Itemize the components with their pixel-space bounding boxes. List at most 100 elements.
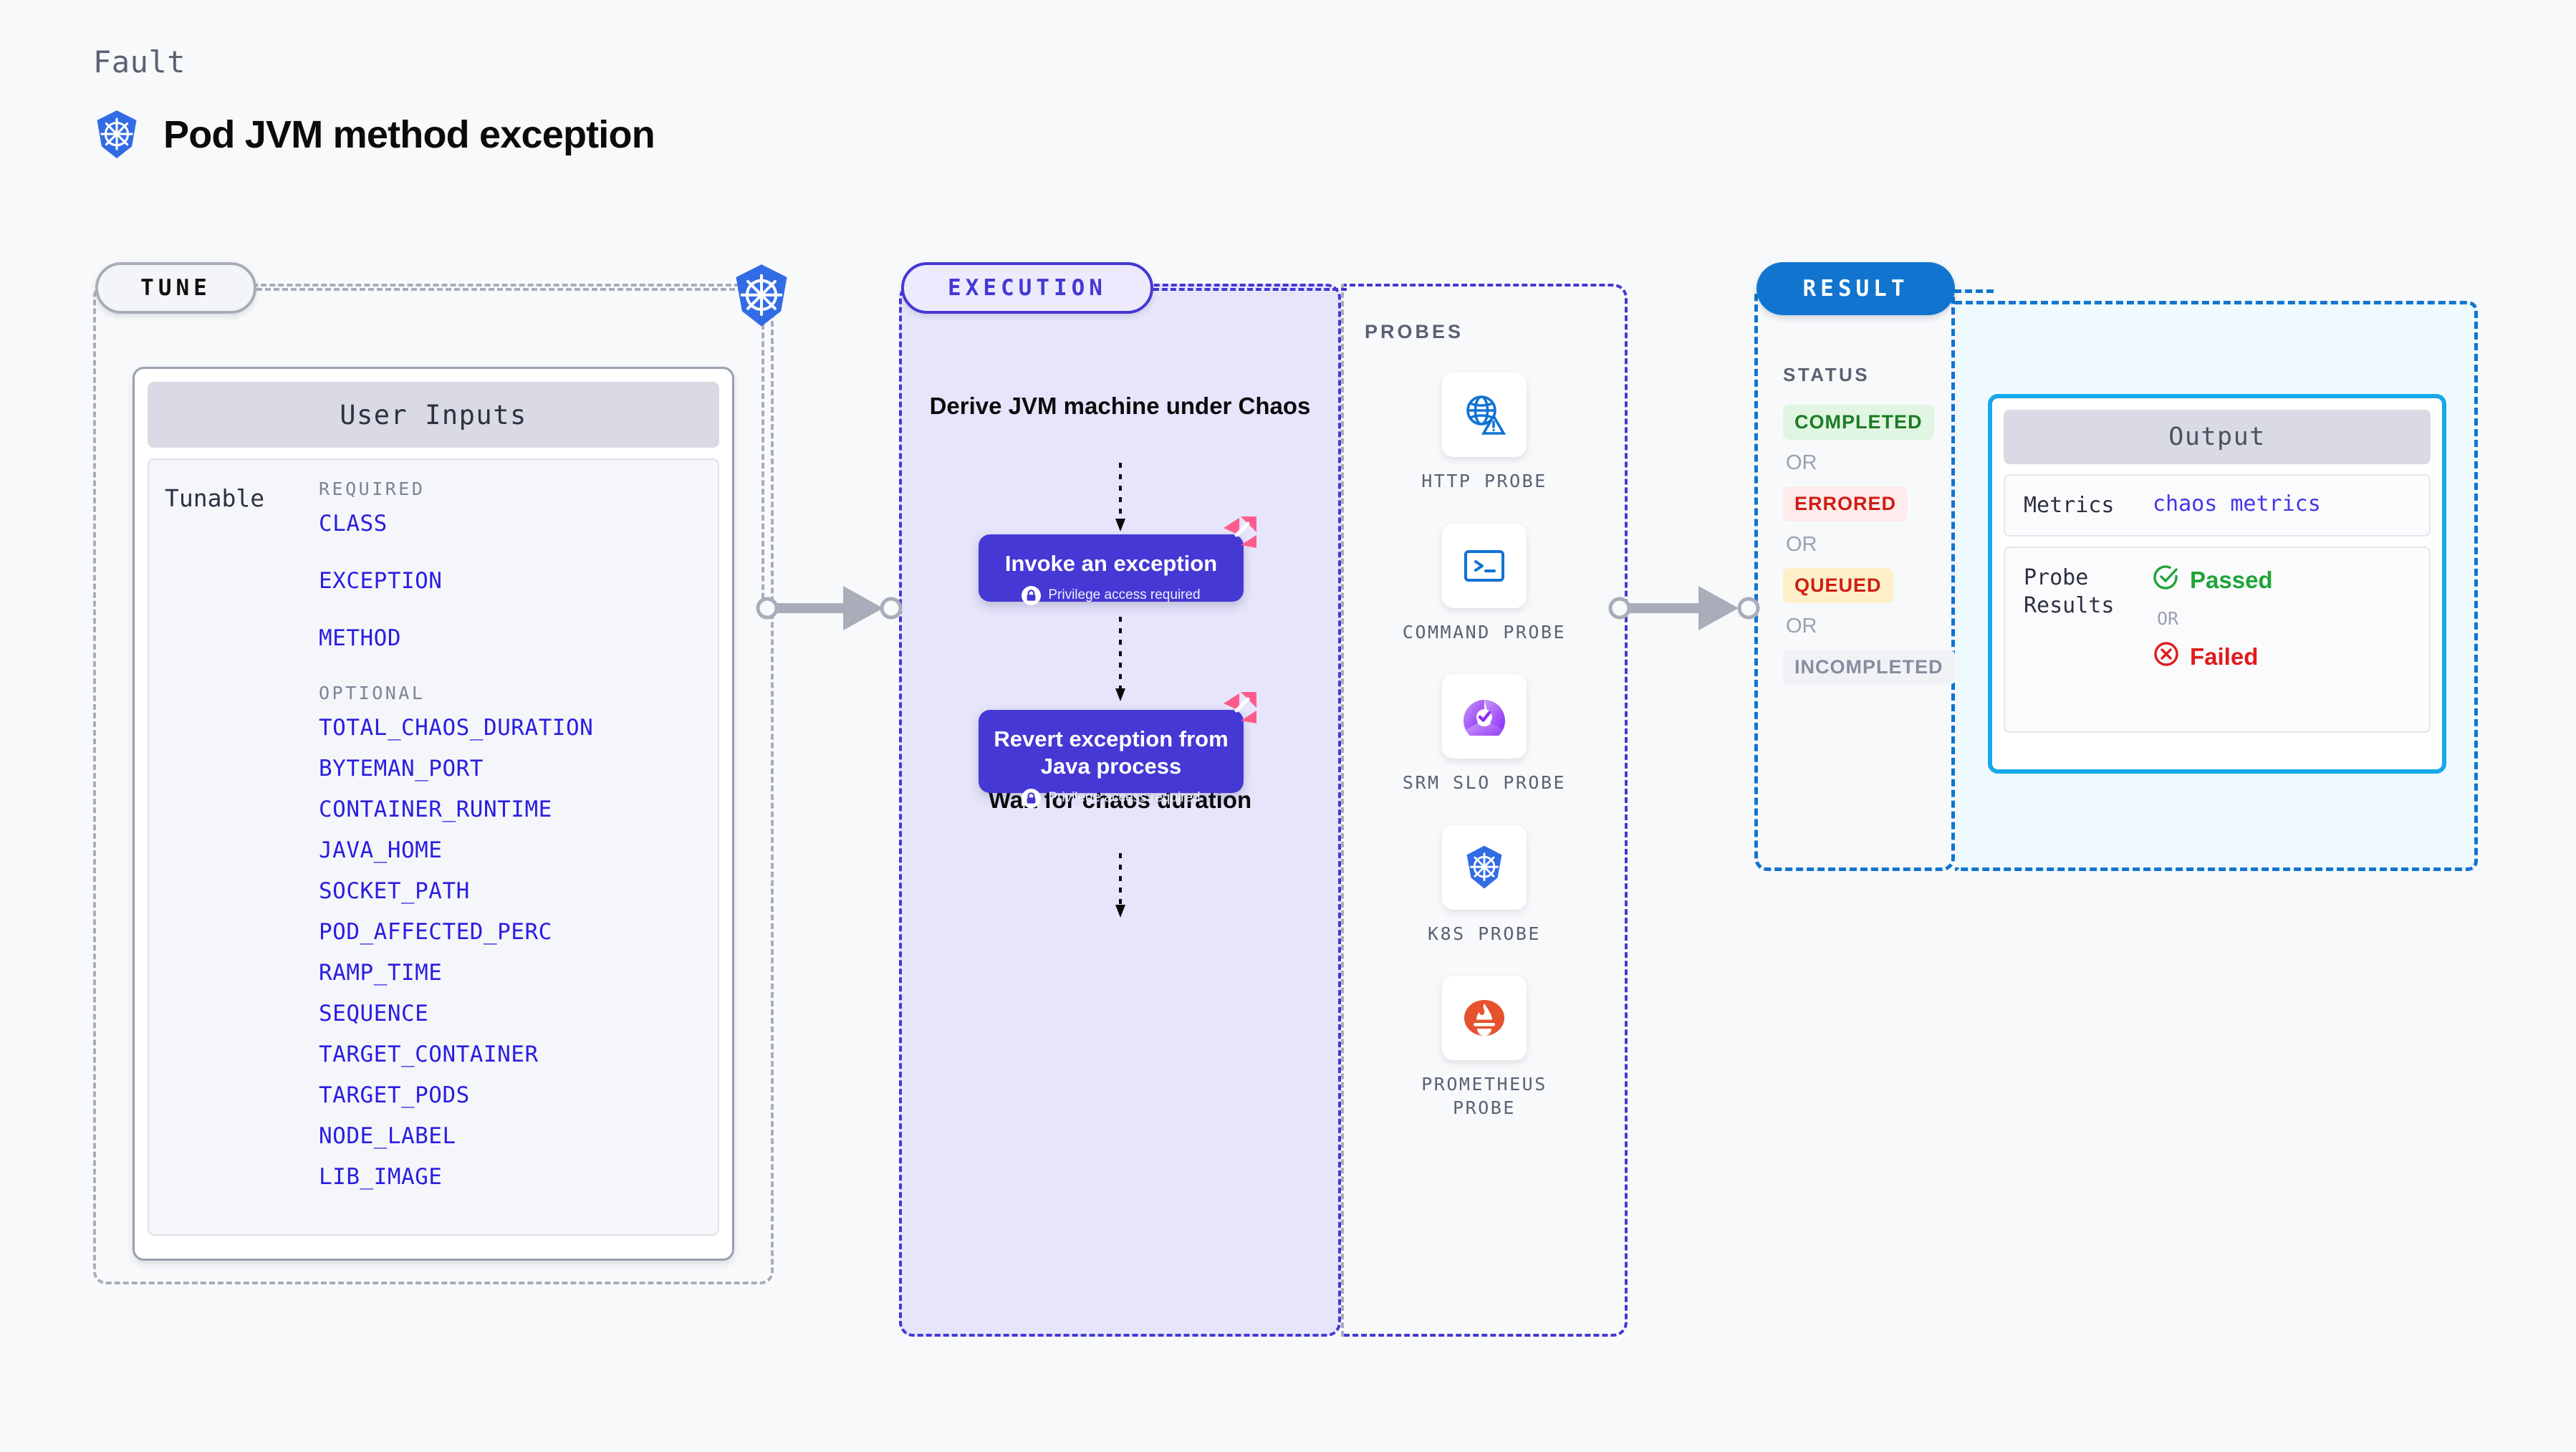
tunable-label: Tunable [165, 484, 265, 512]
lock-icon [1022, 585, 1042, 605]
probe-results-row: Probe Results Passed OR [2004, 547, 2431, 733]
execution-badge-label: EXECUTION [948, 275, 1107, 301]
status-badge: COMPLETED [1783, 405, 1934, 440]
optional-parameter[interactable]: TARGET_PODS [319, 1082, 470, 1108]
required-group-label: REQUIRED [319, 479, 426, 499]
probe-item[interactable]: COMMAND PROBE [1391, 523, 1577, 645]
probe-item[interactable]: HTTP PROBE [1391, 372, 1577, 494]
required-parameter[interactable]: METHOD [319, 625, 401, 651]
revert-card-title: Revert exception from Java process [994, 726, 1229, 779]
probes-list: HTTP PROBE COMMAND PROBE SRM SLO PROBE [1341, 372, 1628, 1120]
probes-title: PROBES [1365, 321, 1464, 342]
parameter-column: REQUIRED CLASS EXCEPTION METHOD OPTIONAL T… [319, 479, 702, 1234]
status-badge: INCOMPLETED [1783, 650, 1955, 685]
tune-stage-panel [93, 284, 774, 1284]
optional-parameter[interactable]: SOCKET_PATH [319, 878, 470, 904]
revert-exception-card[interactable]: Revert exception from Java process Privi… [979, 692, 1256, 808]
status-list: COMPLETED OR ERRORED OR QUEUED OR INCOMPLETED [1783, 405, 1955, 685]
x-circle-icon [2153, 640, 2180, 673]
tune-stage-badge[interactable]: TUNE [95, 262, 256, 314]
probes-stage-panel [1341, 284, 1628, 1337]
probe-item[interactable]: PROMETHEUS PROBE [1391, 976, 1577, 1120]
harness-logo-icon [1221, 514, 1259, 553]
status-title: STATUS [1783, 364, 1870, 385]
execution-stage-panel [899, 284, 1341, 1337]
probe-item[interactable]: SRM SLO PROBE [1391, 674, 1577, 795]
title-row: Pod JVM method exception [93, 110, 655, 160]
result-stage-badge[interactable]: RESULT [1756, 262, 1955, 315]
optional-parameter-list: TOTAL_CHAOS_DURATION BYTEMAN_PORT CONTAINE… [319, 715, 702, 1190]
optional-parameter[interactable]: RAMP_TIME [319, 960, 443, 986]
optional-parameter[interactable]: NODE_LABEL [319, 1123, 456, 1149]
status-or-label: OR [1786, 533, 1817, 556]
status-badge: QUEUED [1783, 568, 1893, 603]
check-circle-icon [2153, 564, 2180, 597]
output-title: Output [2004, 410, 2431, 464]
stage-arrow-execution-to-result [1608, 580, 1762, 640]
probe-item[interactable]: K8S PROBE [1391, 824, 1577, 946]
probe-label: HTTP PROBE [1421, 471, 1547, 491]
tunable-section: Tunable REQUIRED CLASS EXCEPTION METHOD OP… [148, 458, 719, 1236]
probe-label: PROMETHEUS PROBE [1421, 1074, 1547, 1118]
status-badge: ERRORED [1783, 486, 1908, 521]
flow-arrow-3 [1115, 853, 1125, 918]
invoke-card-title: Invoke an exception [1004, 551, 1218, 576]
kubernetes-marker-dropline [761, 315, 764, 616]
kubernetes-icon [1442, 824, 1527, 910]
status-or-label: OR [1786, 615, 1817, 638]
status-or-label: OR [1786, 451, 1817, 474]
probe-label: SRM SLO PROBE [1402, 772, 1567, 793]
passed-label: Passed [2190, 567, 2273, 593]
optional-parameter[interactable]: LIB_IMAGE [319, 1164, 443, 1190]
optional-parameter[interactable]: CONTAINER_RUNTIME [319, 797, 552, 822]
failed-label: Failed [2190, 643, 2259, 670]
invoke-privilege-text: Privilege access required [1048, 587, 1201, 603]
kubernetes-platform-marker [731, 264, 792, 332]
output-card: Output Metrics chaos metrics Probe Resul… [1988, 394, 2446, 774]
probe-label: COMMAND PROBE [1402, 621, 1567, 643]
execution-stage-badge[interactable]: EXECUTION [901, 262, 1153, 314]
optional-group-label: OPTIONAL [319, 683, 426, 703]
verdict-or-label: OR [2157, 608, 2179, 629]
page-header: Fault Pod JVM method exception [93, 44, 655, 160]
derive-step-label: Derive JVM machine under Chaos [929, 393, 1311, 419]
optional-parameter[interactable]: JAVA_HOME [319, 837, 443, 863]
tune-badge-label: TUNE [140, 275, 211, 301]
optional-parameter[interactable]: TARGET_CONTAINER [319, 1042, 539, 1067]
required-parameter-list: CLASS EXCEPTION METHOD [319, 511, 702, 651]
flow-arrow-1 [1115, 463, 1125, 532]
metrics-row: Metrics chaos metrics [2004, 474, 2431, 537]
fault-kicker: Fault [93, 44, 186, 80]
required-parameter[interactable]: EXCEPTION [319, 568, 443, 594]
terminal-icon [1442, 523, 1527, 608]
result-badge-connector [1954, 289, 1994, 293]
metrics-value[interactable]: chaos metrics [2153, 491, 2321, 516]
revert-privilege-text: Privilege access required [1048, 790, 1201, 806]
probe-label: K8S PROBE [1428, 923, 1541, 944]
tune-badge-connector [256, 288, 744, 291]
passed-verdict: Passed [2153, 564, 2273, 597]
lock-icon [1022, 788, 1042, 808]
revert-card-privilege-note: Privilege access required [987, 788, 1235, 808]
optional-parameter[interactable]: POD_AFFECTED_PERC [319, 919, 552, 945]
stage-arrow-tune-to-execution [756, 580, 903, 640]
globe-warning-icon [1442, 372, 1527, 457]
invoke-card-privilege-note: Privilege access required [987, 585, 1235, 605]
optional-parameter[interactable]: BYTEMAN_PORT [319, 756, 484, 782]
result-badge-label: RESULT [1802, 276, 1909, 302]
execution-badge-connector [1153, 288, 1347, 291]
kubernetes-icon [93, 110, 140, 160]
user-inputs-title: User Inputs [148, 382, 719, 448]
page-title: Pod JVM method exception [163, 113, 655, 156]
probe-results-label: Probe Results [2024, 565, 2115, 618]
optional-parameter[interactable]: TOTAL_CHAOS_DURATION [319, 715, 594, 741]
flow-arrow-2 [1115, 617, 1125, 701]
probe-verdicts: Passed OR Failed [2153, 564, 2273, 716]
user-inputs-card: User Inputs Tunable REQUIRED CLASS EXCEPT… [133, 367, 734, 1261]
failed-verdict: Failed [2153, 640, 2273, 673]
optional-parameter[interactable]: SEQUENCE [319, 1001, 429, 1027]
required-parameter[interactable]: CLASS [319, 511, 388, 537]
result-status-section: STATUS COMPLETED OR ERRORED OR QUEUED OR INCOM… [1783, 364, 1955, 685]
invoke-exception-card[interactable]: Invoke an exception Privilege access req… [979, 516, 1256, 605]
probes-divider [1341, 284, 1344, 1337]
